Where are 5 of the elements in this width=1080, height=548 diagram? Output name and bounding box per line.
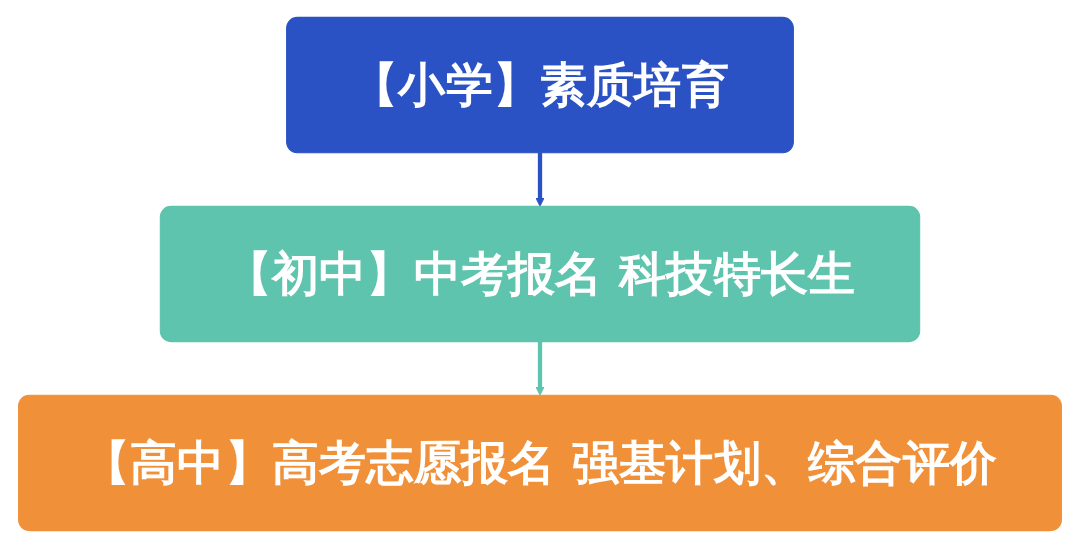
node-box: 【初中】中考报名 科技特长生 xyxy=(159,205,921,343)
node-box: 【小学】素质培育 xyxy=(286,16,794,154)
arrow xyxy=(535,341,545,396)
arrow xyxy=(535,152,545,207)
node-box: 【高中】高考志愿报名 强基计划、综合评价 xyxy=(18,394,1062,532)
